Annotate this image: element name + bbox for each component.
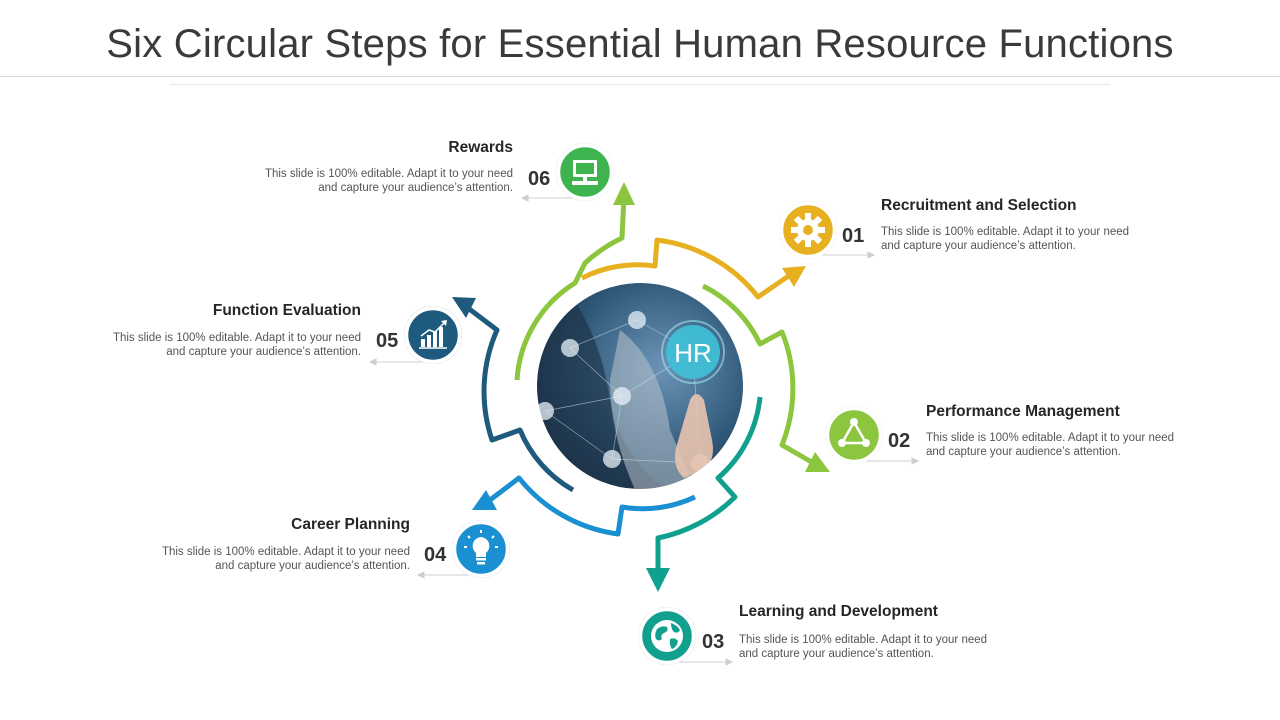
step-06-number: 06 bbox=[528, 168, 551, 190]
step-06-title: Rewards bbox=[448, 139, 513, 156]
step-01-number: 01 bbox=[842, 225, 865, 247]
step-02-title: Performance Management bbox=[926, 403, 1120, 420]
globe-icon bbox=[639, 608, 695, 664]
arrow-arc-03 bbox=[655, 396, 763, 573]
arrowhead-03 bbox=[646, 568, 670, 592]
lightbulb-icon bbox=[453, 521, 509, 577]
arrow-arc-06 bbox=[514, 196, 627, 381]
step-03-number: 03 bbox=[702, 631, 725, 653]
step-02-icon-circle bbox=[825, 406, 883, 464]
arrowhead-01 bbox=[782, 266, 806, 287]
step-04-number: 04 bbox=[424, 544, 447, 566]
step-05-icon-circle bbox=[404, 306, 462, 364]
subtitle-divider bbox=[170, 84, 1110, 85]
step-05-number: 05 bbox=[376, 330, 399, 352]
arrow-arc-01 bbox=[580, 237, 792, 300]
step-05-title: Function Evaluation bbox=[212, 302, 361, 319]
bar-chart-icon bbox=[405, 307, 461, 363]
cycle-icon bbox=[826, 407, 882, 463]
page-title: Six Circular Steps for Essential Human R… bbox=[106, 22, 1174, 66]
step-01-icon-circle bbox=[779, 201, 837, 259]
arrowhead-04 bbox=[472, 490, 497, 510]
arrow-arc-02 bbox=[701, 283, 817, 467]
step-02-number: 02 bbox=[888, 430, 911, 452]
arrowhead-02 bbox=[805, 452, 830, 472]
arrowhead-06 bbox=[613, 182, 635, 205]
step-03-icon-circle bbox=[638, 607, 696, 665]
step-02-desc: This slide is 100% editable. Adapt it to… bbox=[926, 432, 1175, 458]
step-04-desc: This slide is 100% editable. Adapt it to… bbox=[161, 546, 410, 572]
gear-icon bbox=[780, 202, 836, 258]
computer-icon bbox=[557, 144, 613, 200]
step-06-desc: This slide is 100% editable. Adapt it to… bbox=[264, 168, 513, 194]
step-01-desc: This slide is 100% editable. Adapt it to… bbox=[881, 226, 1130, 252]
step-03-title: Learning and Development bbox=[739, 603, 938, 620]
hr-label: HR bbox=[674, 338, 712, 368]
step-06-icon-circle bbox=[556, 143, 614, 201]
step-01-title: Recruitment and Selection bbox=[881, 197, 1077, 214]
step-05-desc: This slide is 100% editable. Adapt it to… bbox=[112, 332, 361, 358]
step-04-icon-circle bbox=[452, 520, 510, 578]
arrowhead-05 bbox=[452, 297, 476, 318]
hr-center-image: HR bbox=[536, 282, 744, 490]
arrow-arc-04 bbox=[488, 475, 697, 537]
title-divider bbox=[0, 76, 1280, 77]
arrow-arc-05 bbox=[466, 306, 575, 493]
connector-lines bbox=[368, 194, 920, 666]
step-04-title: Career Planning bbox=[291, 516, 410, 533]
step-03-desc: This slide is 100% editable. Adapt it to… bbox=[739, 634, 988, 660]
